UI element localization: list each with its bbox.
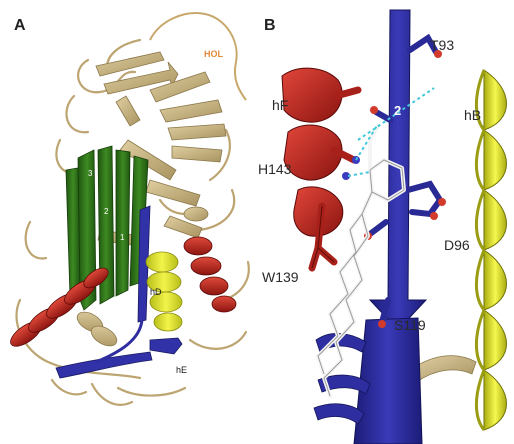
helix-label-he: hE xyxy=(176,366,187,375)
strand-label-3: 3 xyxy=(88,169,93,178)
residue-label-d96: D96 xyxy=(444,238,470,252)
residue-label-h143: H143 xyxy=(258,162,291,176)
panel-a-letter: A xyxy=(14,18,26,34)
helix-label-hd: hD xyxy=(150,288,162,297)
helix-label-hb: hB xyxy=(464,108,481,122)
panel-b-structure xyxy=(258,0,514,444)
red-helix-right xyxy=(184,237,236,312)
residue-label-t93: T93 xyxy=(430,38,454,52)
panel-a-structure: 3 2 1 xyxy=(0,0,258,444)
panel-b-letter: B xyxy=(264,18,276,34)
panel-b: B hF hB 2 T93 H143 D96 W139 S119 xyxy=(258,0,514,444)
strand-label-2: 2 xyxy=(104,207,109,216)
hol-loop-label: HOL xyxy=(204,50,223,59)
strand-number-label: 2 xyxy=(394,104,401,117)
residue-label-s119: S119 xyxy=(394,318,426,332)
residue-label-w139: W139 xyxy=(262,270,299,284)
helix-hb xyxy=(476,70,506,430)
panel-a: 3 2 1 xyxy=(0,0,258,444)
strand-label-1: 1 xyxy=(120,233,125,242)
helix-label-hf: hF xyxy=(272,98,288,112)
